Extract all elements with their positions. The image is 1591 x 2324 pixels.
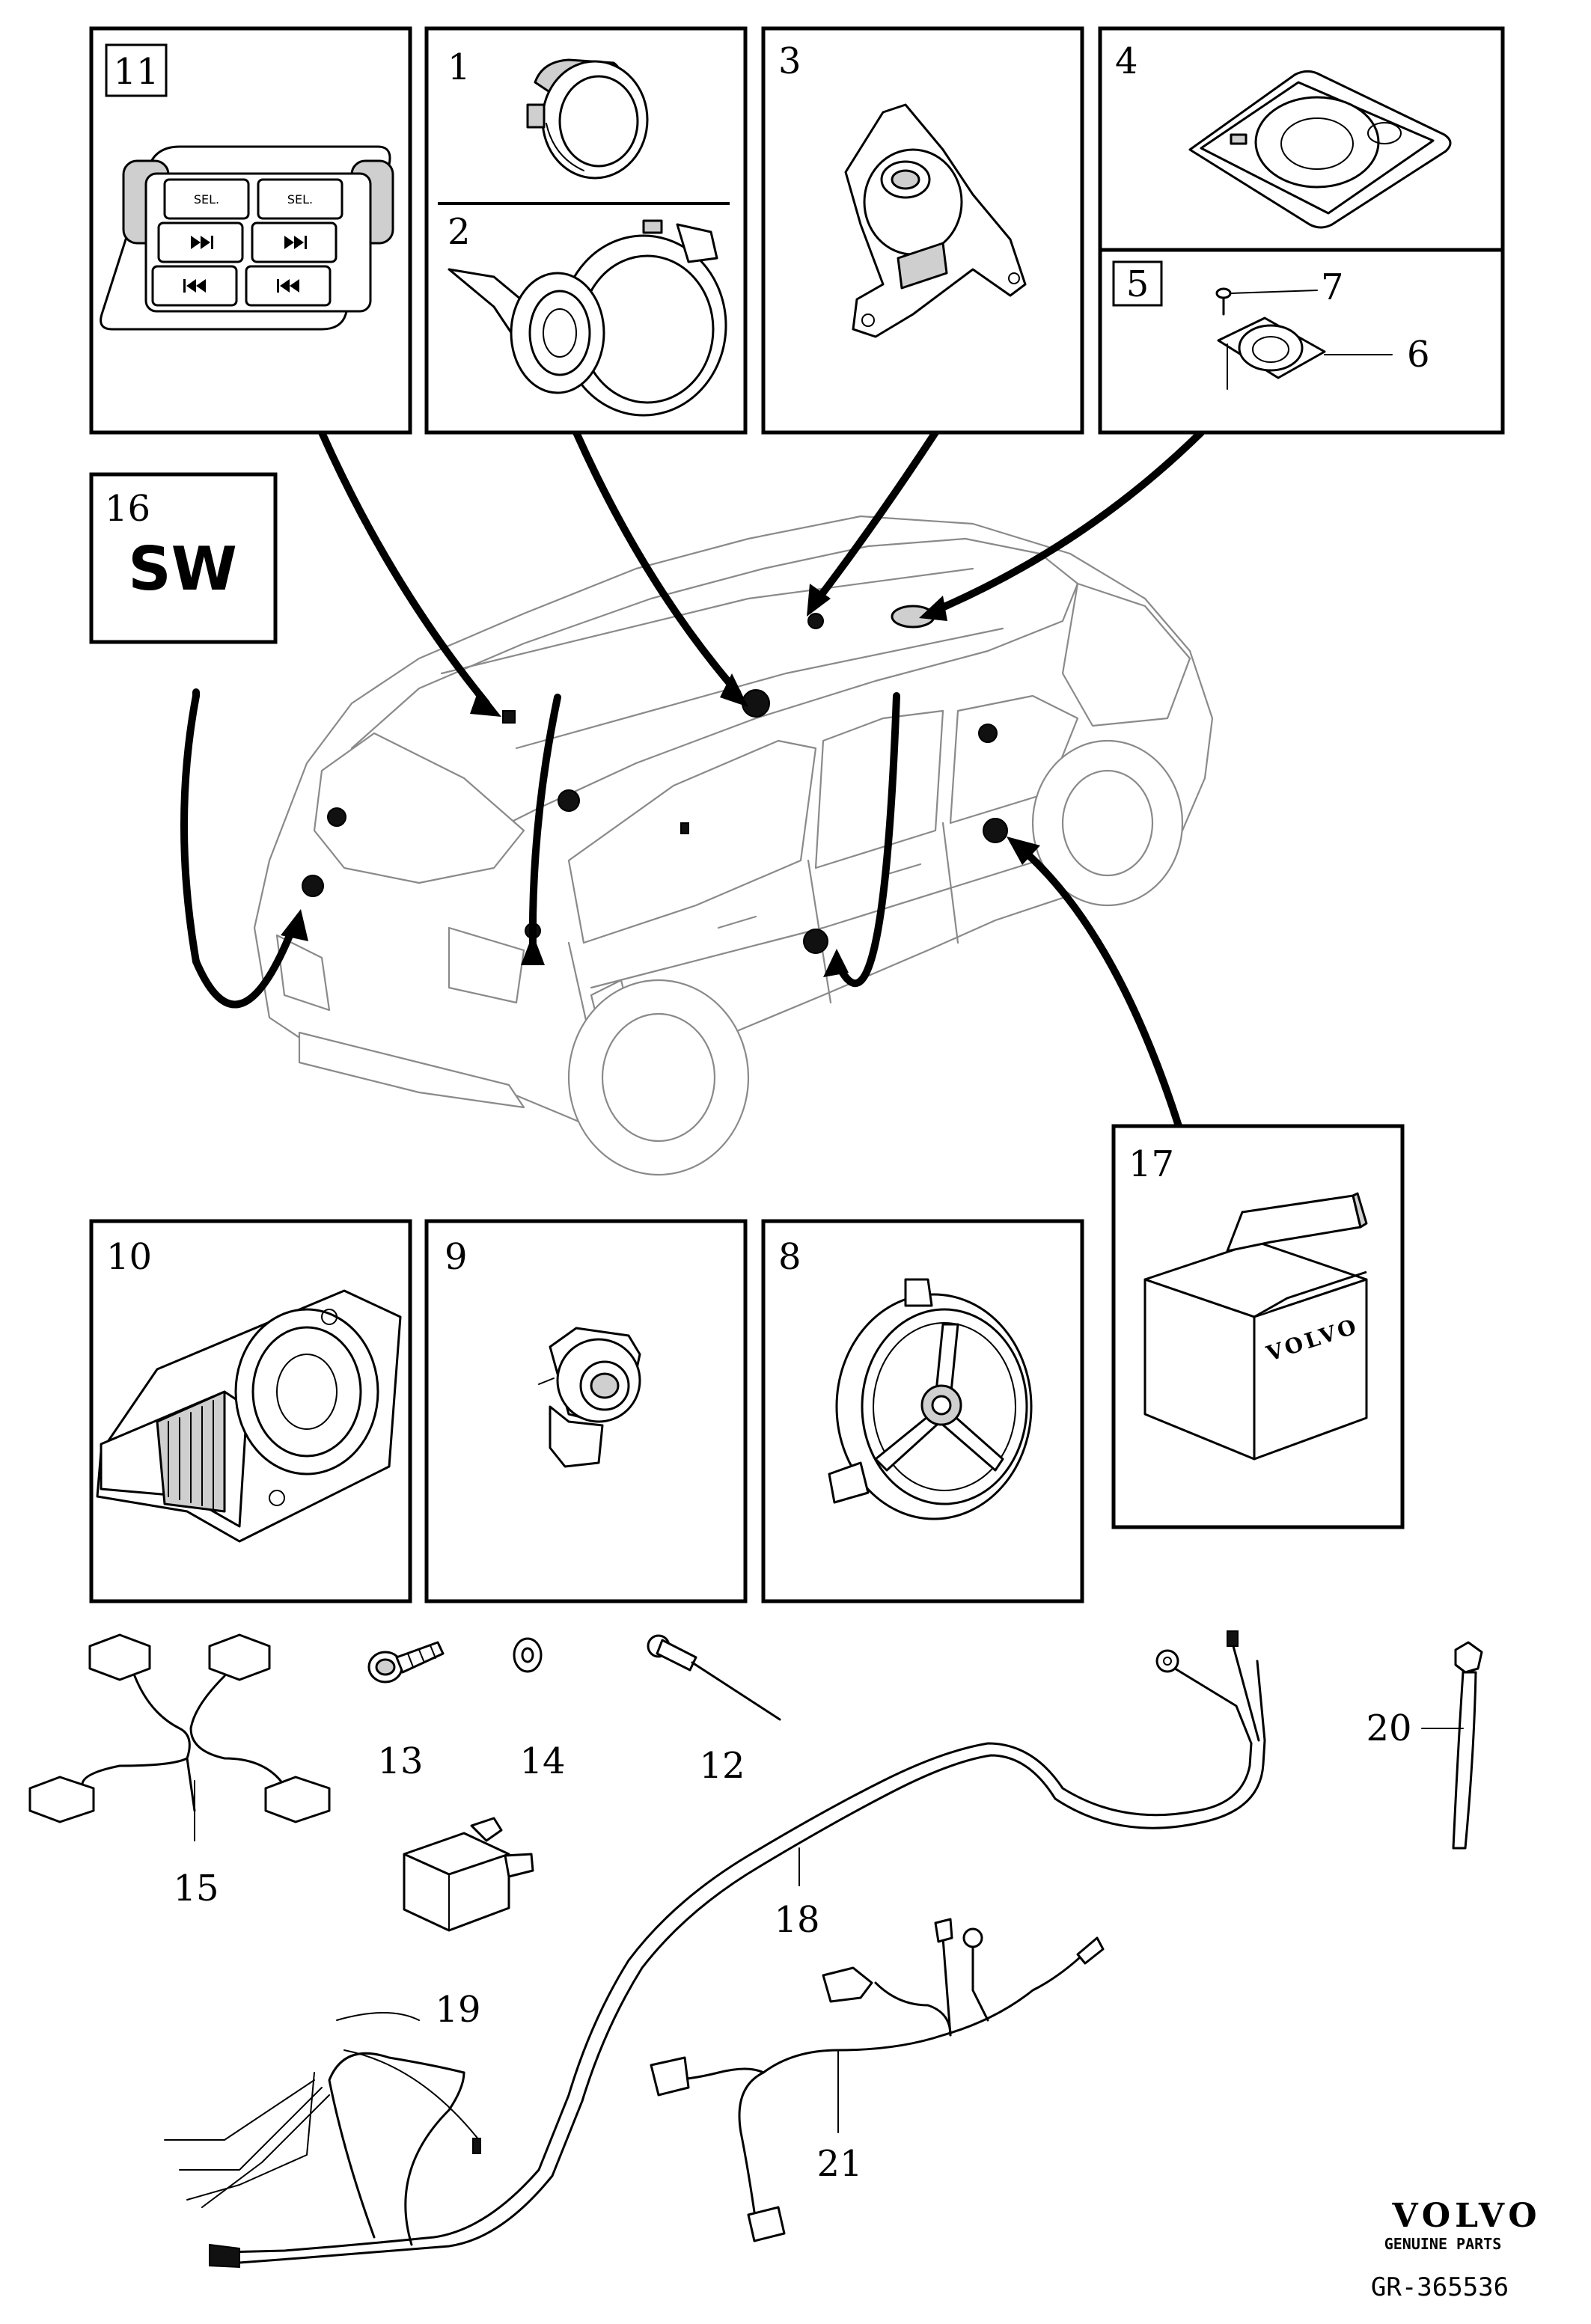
- part-13-screw: [367, 1641, 445, 1684]
- panel-17: 17 VOLVO: [1111, 1124, 1405, 1529]
- callout-13: 13: [377, 1740, 423, 1782]
- arrow-17: [1007, 837, 1040, 865]
- panel-label-8: 8: [778, 1236, 801, 1278]
- callout-18: 18: [774, 1899, 819, 1941]
- panel-label-2: 2: [448, 211, 471, 253]
- sel-label-left: SEL.: [194, 192, 219, 207]
- panel-label-5: 5: [1126, 263, 1149, 305]
- panel-9: 9: [424, 1219, 748, 1603]
- panel-label: 11: [113, 51, 159, 93]
- panel-label-9: 9: [445, 1236, 468, 1278]
- arrow-8: [823, 949, 849, 977]
- callout-19: 19: [435, 1989, 480, 2031]
- part-15-harness-adapter: [28, 1633, 331, 1841]
- part-20-cable-tie: [1421, 1641, 1483, 1850]
- kit-package-box: VOLVO: [1143, 1192, 1368, 1461]
- callout-12: 12: [699, 1745, 745, 1787]
- panel-5: 5 7 6: [1098, 248, 1505, 435]
- panel-8: 8: [761, 1219, 1084, 1603]
- small-speaker-with-screw: [1215, 287, 1393, 390]
- panel-4: 4: [1098, 26, 1505, 252]
- arrow-9: [521, 934, 545, 965]
- part-12-rivet: [647, 1634, 781, 1721]
- footer-brand: VOLVO: [1391, 2197, 1541, 2235]
- arrow-3: [807, 584, 831, 617]
- rewind-icon: [183, 279, 299, 293]
- panel-label-16: 16: [105, 488, 150, 530]
- sw-badge: SW: [128, 534, 237, 604]
- diagram-reference-number: GR-365536: [1371, 2272, 1509, 2302]
- steering-remote-switch: SEL. SEL.: [100, 145, 394, 331]
- callout-20: 20: [1366, 1707, 1411, 1749]
- part-19-relay: [403, 1817, 534, 1932]
- panel-11: 11 SEL. SEL.: [89, 26, 412, 435]
- vehicle-illustration: [253, 515, 1214, 1176]
- panel-1-2: 1 2: [424, 26, 748, 435]
- volvo-genuine-parts-logo: VOLVO GENUINE PARTS: [1384, 2197, 1541, 2253]
- subwoofer-amplifier: [96, 1289, 402, 1543]
- panel-3: 3: [761, 26, 1084, 435]
- tweeter-speaker: [526, 58, 649, 180]
- callout-6: 6: [1407, 334, 1430, 376]
- part-14-washer: [513, 1637, 543, 1673]
- part-21-sub-harness: [650, 1918, 1105, 2242]
- panel-label-10: 10: [106, 1236, 152, 1278]
- panel-label-17: 17: [1129, 1143, 1174, 1185]
- arrow-2: [720, 673, 748, 707]
- arrow-4: [919, 596, 947, 621]
- tweeter-with-bracket: [844, 103, 1027, 338]
- roof-speaker-cover: [1188, 70, 1452, 229]
- leader-arrows: [180, 429, 1205, 1130]
- heatsink-fins: [168, 1400, 214, 1509]
- callout-21: 21: [816, 2143, 862, 2185]
- panel-10: 10: [89, 1219, 412, 1603]
- callout-14: 14: [519, 1740, 565, 1782]
- arrow-11: [470, 688, 501, 717]
- fast-forward-icon: [191, 236, 307, 249]
- footer-subtitle: GENUINE PARTS: [1384, 2235, 1502, 2253]
- part-18-main-harness: [164, 1630, 1266, 2269]
- sel-label-right: SEL.: [287, 192, 313, 207]
- callout-7: 7: [1321, 266, 1344, 308]
- panel-label-4: 4: [1115, 40, 1138, 82]
- callout-15: 15: [173, 1868, 219, 1909]
- rear-tweeter: [538, 1327, 641, 1468]
- panel-label-1: 1: [448, 46, 471, 88]
- door-speaker: [828, 1278, 1033, 1520]
- panel-label-box: [105, 43, 168, 97]
- panel-16: 16 SW: [89, 472, 278, 644]
- panel-label-3: 3: [778, 40, 801, 82]
- midrange-speaker: [448, 219, 727, 417]
